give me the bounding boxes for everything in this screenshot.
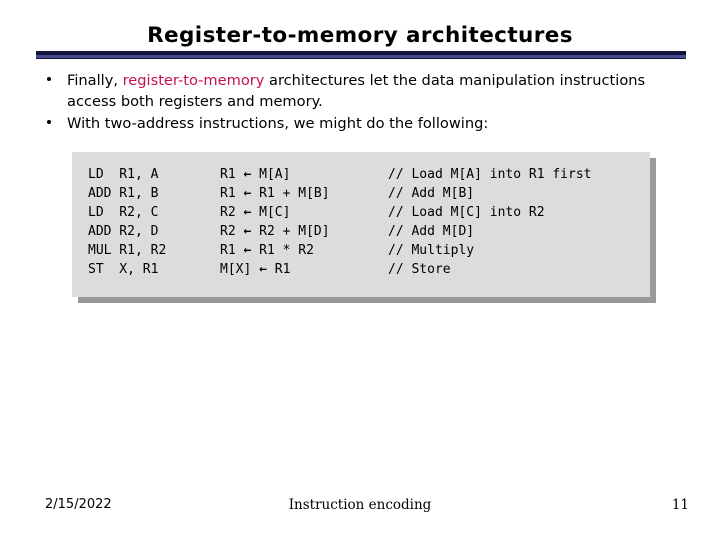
code-instruction: ST X, R1 (88, 262, 159, 277)
left-arrow-icon: ← (243, 205, 252, 220)
left-arrow-icon: ← (243, 243, 252, 258)
page-title: Register-to-memory architectures (147, 23, 573, 48)
rtl-destination: R1 (220, 186, 244, 201)
code-comment: // Load M[C] into R2 (388, 205, 545, 220)
rtl-destination: R2 (220, 205, 244, 220)
bullet-list: Finally, register-to-memory architecture… (38, 70, 678, 135)
rtl-destination: R1 (220, 167, 244, 182)
rtl-destination: M[X] (220, 262, 260, 277)
rtl-source: M[A] (251, 167, 291, 182)
left-arrow-icon: ← (243, 186, 252, 201)
code-register-transfer: M[X] ← R1 (220, 260, 388, 279)
bullet-dot-icon (47, 77, 51, 81)
code-comment: // Load M[A] into R1 first (388, 167, 592, 182)
title-divider-inner-line (36, 55, 686, 58)
code-instruction: LD R2, C (88, 205, 159, 220)
bullet-item: Finally, register-to-memory architecture… (38, 70, 678, 112)
footer-deck-title: Instruction encoding (288, 497, 432, 513)
rtl-source: M[C] (251, 205, 291, 220)
code-instruction: LD R1, A (88, 167, 159, 182)
rtl-source: R2 + M[D] (251, 224, 330, 239)
bullet-dot-icon (47, 120, 51, 124)
rtl-destination: R2 (220, 224, 244, 239)
code-register-transfer: R1 ← R1 + M[B] (220, 184, 388, 203)
footer-page-number: 11 (671, 497, 689, 513)
left-arrow-icon: ← (243, 224, 252, 239)
code-comment: // Add M[D] (388, 224, 475, 239)
code-comment: // Store (388, 262, 451, 277)
bullet-text: Finally, register-to-memory architecture… (67, 70, 678, 112)
bullet-text: With two-address instructions, we might … (67, 115, 489, 132)
bullet-text-accent: register-to-memory (122, 72, 265, 89)
rtl-source: R1 (266, 262, 291, 277)
code-instruction: ADD R2, D (88, 224, 159, 239)
code-instruction: MUL R1, R2 (88, 243, 167, 258)
rtl-destination: R1 (220, 243, 244, 258)
code-register-transfer: R1 ← R1 * R2 (220, 241, 388, 260)
left-arrow-icon: ← (259, 262, 267, 277)
code-register-transfer: R1 ← M[A] (220, 165, 388, 184)
left-arrow-icon: ← (243, 167, 252, 182)
bullet-text-post: architectures let the data manipulation … (67, 72, 646, 110)
code-comment: // Multiply (388, 243, 475, 258)
code-instruction: ADD R1, B (88, 186, 159, 201)
title-divider-rule (36, 51, 686, 59)
rtl-source: R1 * R2 (251, 243, 314, 258)
code-comment: // Add M[B] (388, 186, 475, 201)
code-register-transfer: R2 ← R2 + M[D] (220, 222, 388, 241)
rtl-source: R1 + M[B] (251, 186, 330, 201)
code-register-transfer: R2 ← M[C] (220, 203, 388, 222)
bullet-item: With two-address instructions, we might … (38, 113, 678, 134)
bullet-text-pre: Finally, (67, 72, 123, 89)
footer-date: 2/15/2022 (45, 497, 112, 512)
